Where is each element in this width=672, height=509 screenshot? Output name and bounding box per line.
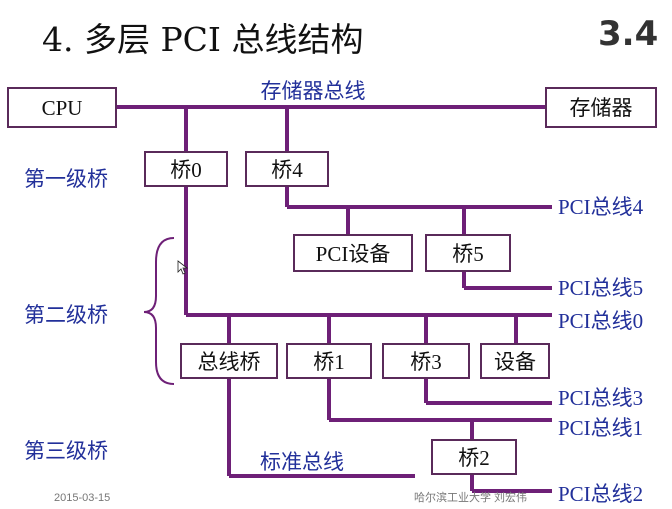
level-second-label: 第二级桥 bbox=[24, 303, 108, 327]
bridge4-label: 桥4 bbox=[271, 158, 303, 182]
slide-number: 3.4 bbox=[598, 14, 658, 54]
bridge1-box: 桥1 bbox=[286, 343, 372, 379]
memory-bus-label: 存储器总线 bbox=[261, 79, 366, 103]
bridge2-box: 桥2 bbox=[431, 439, 517, 475]
pci-bus-4-label: PCI总线4 bbox=[558, 195, 644, 219]
bridge2-label: 桥2 bbox=[458, 446, 490, 470]
bridge5-label: 桥5 bbox=[452, 242, 484, 266]
memory-label: 存储器 bbox=[570, 96, 633, 120]
level-third-label: 第三级桥 bbox=[24, 439, 108, 463]
device-box: 设备 bbox=[480, 343, 550, 379]
pci-bus-0-label: PCI总线0 bbox=[558, 309, 643, 333]
page-title: 4. 多层 PCI 总线结构 bbox=[42, 20, 363, 59]
bridge0-label: 桥0 bbox=[170, 158, 202, 182]
footer-institution: 哈尔滨工业大学 刘宏伟 bbox=[414, 490, 527, 504]
pci-bus-2-label: PCI总线2 bbox=[558, 482, 643, 506]
pci-device-label: PCI设备 bbox=[316, 242, 391, 266]
pci-device-box: PCI设备 bbox=[293, 234, 413, 272]
standard-bus-label: 标准总线 bbox=[260, 450, 344, 474]
bridge3-box: 桥3 bbox=[382, 343, 470, 379]
footer-date: 2015-03-15 bbox=[54, 492, 110, 504]
mouse-pointer-icon bbox=[177, 260, 189, 275]
bridge0-box: 桥0 bbox=[144, 151, 228, 187]
device-label: 设备 bbox=[494, 350, 536, 374]
cpu-label: CPU bbox=[42, 96, 83, 120]
bridge1-label: 桥1 bbox=[313, 350, 345, 374]
bridge3-label: 桥3 bbox=[410, 350, 442, 374]
memory-box: 存储器 bbox=[545, 87, 657, 128]
second-level-brace bbox=[143, 237, 175, 385]
cpu-box: CPU bbox=[7, 87, 117, 128]
bus-bridge-box: 总线桥 bbox=[180, 343, 278, 379]
bus-wires bbox=[116, 105, 552, 493]
pci-bus-3-label: PCI总线3 bbox=[558, 386, 643, 410]
level-first-label: 第一级桥 bbox=[24, 167, 108, 191]
pci-bus-1-label: PCI总线1 bbox=[558, 416, 643, 440]
bridge4-box: 桥4 bbox=[245, 151, 329, 187]
bus-bridge-label: 总线桥 bbox=[198, 350, 261, 374]
bridge5-box: 桥5 bbox=[425, 234, 511, 272]
pci-bus-5-label: PCI总线5 bbox=[558, 276, 643, 300]
